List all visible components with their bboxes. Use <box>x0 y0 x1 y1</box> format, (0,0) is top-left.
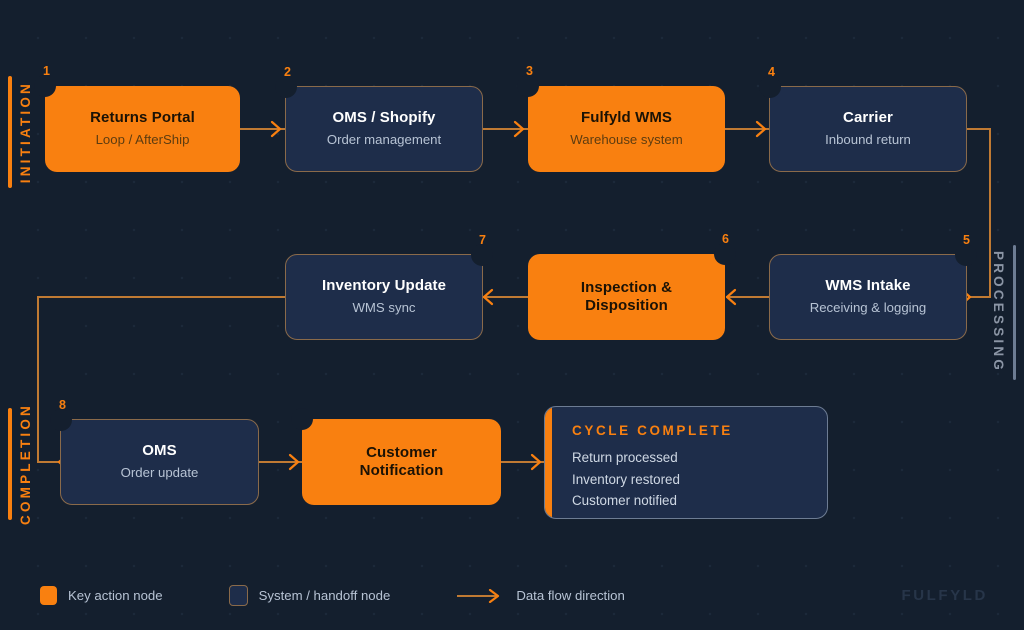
band-completion-bar <box>8 408 12 520</box>
node-title: Returns Portal <box>90 109 195 127</box>
node-title: WMS Intake <box>825 277 911 295</box>
watermark-fulfyld: FULFYLD <box>901 587 988 604</box>
node-number: 8 <box>59 398 66 412</box>
node-title: Fulfyld WMS <box>580 109 673 127</box>
node-notch-icon <box>50 409 72 431</box>
node-notch-icon <box>759 76 781 98</box>
panel-body: CYCLE COMPLETE Return processed Inventor… <box>552 407 733 518</box>
node-oms-shopify[interactable]: 2 OMS / Shopify Order management <box>275 66 483 172</box>
node-title-line2: Notification <box>359 462 444 479</box>
node-subtitle: Order management <box>326 132 442 148</box>
node-oms-order-update[interactable]: 8 OMS Order update <box>50 399 259 505</box>
legend-item-key-node: Key action node <box>40 586 163 605</box>
panel-item: Return processed <box>572 450 678 465</box>
node-subtitle: Inbound return <box>825 132 911 148</box>
system-node-swatch-icon <box>228 585 248 606</box>
node-title: OMS / Shopify <box>332 109 436 127</box>
node-number: 2 <box>284 65 291 79</box>
arrow-icon <box>457 588 500 603</box>
panel-item: Inventory restored <box>572 471 680 487</box>
band-processing-bar <box>1013 245 1016 380</box>
node-subtitle: Loop / AfterShip <box>95 132 190 148</box>
legend-label: System / handoff node <box>258 588 391 603</box>
node-subtitle: Receiving & logging <box>809 300 927 316</box>
cycle-complete-panel: CYCLE COMPLETE Return processed Inventor… <box>544 406 828 519</box>
node-title-line1: Inspection & <box>580 278 673 296</box>
node-number: 5 <box>963 233 970 247</box>
node-title: Inventory Update <box>321 277 447 295</box>
node-number: 4 <box>768 65 775 79</box>
legend-item-data-flow: Data flow direction <box>456 588 625 603</box>
node-subtitle: Warehouse system <box>570 132 683 148</box>
band-processing-label: PROCESSING <box>991 251 1006 374</box>
node-notch-icon <box>471 244 493 266</box>
node-subtitle: WMS sync <box>352 300 416 316</box>
band-processing: PROCESSING <box>991 245 1016 380</box>
node-title: Carrier <box>843 109 893 127</box>
node-wms-intake[interactable]: 5 WMS Intake Receiving & logging <box>769 234 977 340</box>
node-carrier[interactable]: 4 Carrier Inbound return <box>759 66 967 172</box>
legend-label: Data flow direction <box>516 588 625 603</box>
legend-item-system-node: System / handoff node <box>228 585 391 606</box>
node-number: 1 <box>43 64 50 78</box>
node-customer-notification[interactable]: Customer Notification <box>291 408 501 505</box>
node-title-line1: Customer <box>366 443 437 461</box>
band-completion: COMPLETION <box>8 403 33 525</box>
panel-accent-bar <box>545 407 552 518</box>
band-initiation-bar <box>8 76 12 188</box>
node-number: 6 <box>722 232 729 246</box>
panel-heading: CYCLE COMPLETE <box>572 423 733 438</box>
node-fulfyld-wms[interactable]: 3 Fulfyld WMS Warehouse system <box>517 65 725 172</box>
legend-label: Key action node <box>68 588 163 603</box>
node-number: 3 <box>526 64 533 78</box>
node-subtitle: Order update <box>120 465 199 481</box>
node-returns-portal[interactable]: 1 Returns Portal Loop / AfterShip <box>34 65 240 172</box>
legend: Key action node System / handoff node Da… <box>40 585 625 606</box>
node-notch-icon <box>714 243 736 265</box>
node-notch-icon <box>34 75 56 97</box>
band-initiation: INITIATION <box>8 76 33 188</box>
node-number: 7 <box>479 233 486 247</box>
node-notch-icon <box>517 75 539 97</box>
node-inspection-disposition[interactable]: 6 Inspection & Disposition <box>528 233 736 340</box>
node-notch-icon <box>275 76 297 98</box>
node-notch-icon <box>291 408 313 430</box>
node-title: OMS <box>142 442 177 460</box>
panel-item: Customer notified <box>572 493 677 509</box>
key-node-swatch-icon <box>40 586 57 605</box>
node-title-line2: Disposition <box>585 297 668 314</box>
node-inventory-update[interactable]: 7 Inventory Update WMS sync <box>285 234 493 340</box>
node-notch-icon <box>955 244 977 266</box>
